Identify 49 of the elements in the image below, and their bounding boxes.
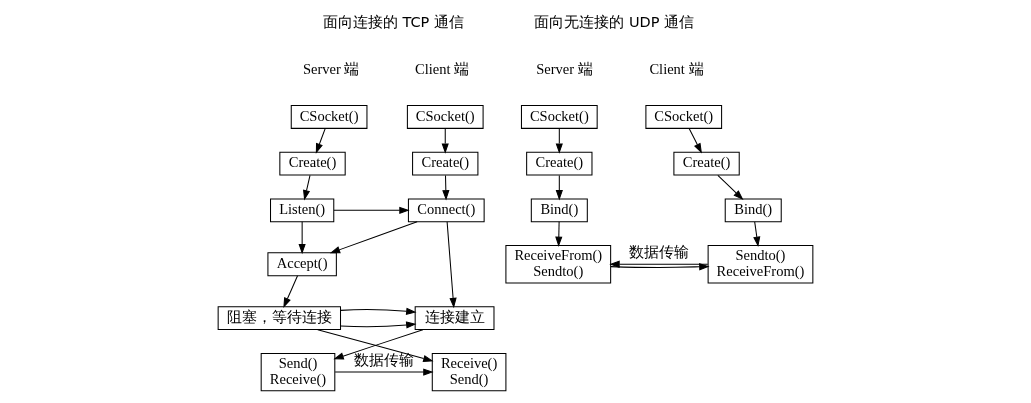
arrow	[283, 275, 299, 309]
arrow	[317, 329, 434, 363]
node-box: ReceiveFrom() Sendto()	[505, 245, 612, 284]
arrow	[333, 206, 410, 214]
arrow	[610, 263, 710, 271]
arrow	[717, 174, 744, 200]
node-box: 连接建立	[414, 306, 495, 331]
node-box: Send() Receive()	[260, 352, 336, 392]
arrow	[334, 368, 434, 376]
node-box: CSocket()	[520, 105, 598, 129]
arrow	[609, 260, 709, 268]
node-box: Create()	[673, 151, 740, 176]
arrow	[303, 174, 311, 201]
arrow	[340, 321, 417, 329]
node-box: Create()	[412, 151, 479, 176]
label: Server 端	[302, 61, 360, 78]
node-box: CSocket()	[290, 105, 368, 129]
arrow	[555, 221, 563, 247]
arrow	[753, 221, 761, 247]
arrow	[688, 128, 702, 154]
node-box: Connect()	[407, 198, 485, 223]
node-box: Sendto() ReceiveFrom()	[707, 245, 814, 284]
arrow	[340, 307, 417, 315]
node-box: Bind()	[530, 198, 588, 223]
node-box: Bind()	[724, 198, 782, 223]
arrow	[441, 128, 449, 154]
edge-label: 数据传输	[353, 352, 414, 369]
arrow	[446, 221, 457, 309]
arrow	[555, 128, 563, 154]
node-box: CSocket()	[645, 105, 723, 129]
node-box: Create()	[279, 151, 346, 176]
node-box: Listen()	[270, 198, 335, 223]
node-box: 阻塞，等待连接	[217, 306, 342, 331]
edge-label: 数据传输	[629, 244, 690, 261]
arrow	[442, 174, 450, 201]
arrow	[315, 128, 326, 154]
arrow	[333, 329, 424, 360]
label: 面向无连接的 UDP 通信	[534, 14, 695, 31]
arrow	[329, 221, 418, 254]
node-box: Accept()	[267, 252, 337, 277]
arrow	[298, 221, 306, 255]
label: Server 端	[536, 61, 593, 78]
label: 面向连接的 TCP 通信	[322, 14, 464, 31]
node-box: Receive() Send()	[431, 352, 507, 392]
node-box: CSocket()	[406, 105, 484, 129]
label: Client 端	[415, 61, 470, 78]
label: Client 端	[649, 61, 704, 78]
arrow	[555, 174, 563, 201]
node-box: Create()	[526, 151, 593, 176]
